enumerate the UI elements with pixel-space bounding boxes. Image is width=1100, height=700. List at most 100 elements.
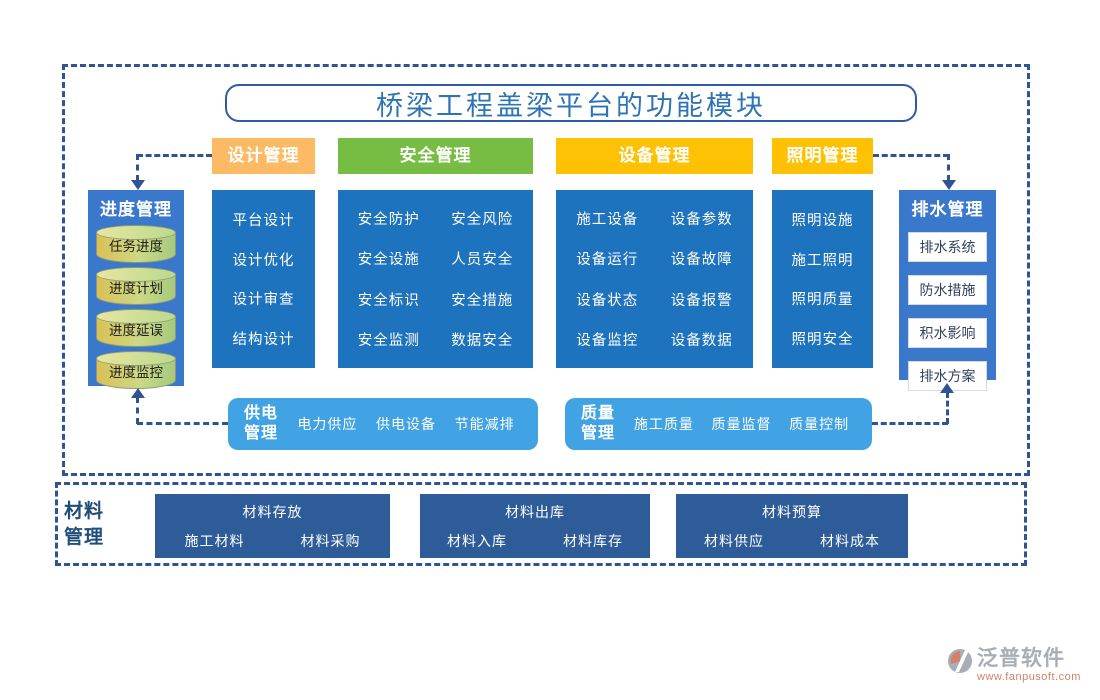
connector-line bbox=[137, 154, 212, 157]
quality-items: 施工质量 质量监督 质量控制 bbox=[625, 414, 872, 434]
connector-line bbox=[137, 422, 228, 425]
drainage-item: 防水措施 bbox=[908, 275, 987, 305]
materials-group-title: 材料存放 bbox=[242, 503, 303, 520]
diagram-title-box: 桥梁工程盖梁平台的功能模块 bbox=[225, 84, 917, 122]
materials-item: 材料采购 bbox=[300, 532, 361, 549]
equipment-item: 设备运行 bbox=[576, 252, 639, 269]
equipment-item: 设备状态 bbox=[576, 292, 639, 309]
design-item: 结构设计 bbox=[232, 331, 295, 348]
diagram-title: 桥梁工程盖梁平台的功能模块 bbox=[376, 90, 766, 121]
equipment-column: 施工设备 设备参数 设备运行 设备故障 设备状态 设备报警 设备监控 设备数据 bbox=[556, 190, 753, 368]
safety-item: 安全措施 bbox=[451, 292, 514, 309]
logo-url: www.fanpusoft.com bbox=[977, 671, 1081, 683]
materials-label-line1: 材料 bbox=[64, 501, 105, 522]
power-items: 电力供应 供电设备 节能减排 bbox=[288, 414, 538, 434]
materials-group-items: 施工材料 材料采购 bbox=[155, 531, 390, 551]
quality-pill: 质量 管理 施工质量 质量监督 质量控制 bbox=[565, 398, 872, 450]
progress-box: 进度管理 任务进度 进度计划 进度延误 进度监控 bbox=[88, 190, 184, 389]
materials-item: 施工材料 bbox=[184, 532, 245, 549]
equipment-item: 设备数据 bbox=[670, 333, 733, 350]
vendor-logo: 泛普软件 www.fanpusoft.com bbox=[947, 648, 1081, 683]
materials-item: 材料供应 bbox=[704, 532, 764, 549]
materials-label: 材料 管理 bbox=[64, 499, 104, 550]
materials-group-items: 材料入库 材料库存 bbox=[420, 531, 650, 551]
connector-line bbox=[947, 154, 950, 181]
logo-name: 泛普软件 bbox=[977, 647, 1065, 670]
power-title-line2: 管理 bbox=[244, 425, 279, 442]
safety-item: 安全监测 bbox=[357, 333, 420, 350]
equipment-item: 设备监控 bbox=[576, 333, 639, 350]
lighting-item: 照明质量 bbox=[791, 292, 854, 309]
drainage-title: 排水管理 bbox=[911, 200, 984, 219]
arrow-up-icon bbox=[131, 388, 145, 398]
header-lighting: 照明管理 bbox=[772, 138, 873, 174]
power-pill: 供电 管理 电力供应 供电设备 节能减排 bbox=[228, 398, 538, 450]
database-cylinder-icon: 进度监控 bbox=[96, 351, 176, 389]
lighting-item: 照明安全 bbox=[791, 331, 854, 348]
materials-dashed-frame bbox=[55, 482, 1027, 566]
connector-line bbox=[136, 397, 139, 424]
progress-cylinders: 任务进度 进度计划 进度延误 进度监控 bbox=[88, 220, 184, 395]
quality-title-line1: 质量 bbox=[581, 405, 616, 422]
connector-line bbox=[136, 154, 139, 181]
equipment-item: 施工设备 bbox=[576, 211, 639, 228]
header-design: 设计管理 bbox=[212, 138, 315, 174]
quality-item: 质量监督 bbox=[711, 416, 772, 432]
connector-line bbox=[873, 154, 949, 157]
design-item: 设计审查 bbox=[232, 292, 295, 309]
materials-group-title: 材料出库 bbox=[505, 503, 565, 520]
power-item: 电力供应 bbox=[297, 416, 358, 432]
design-item: 平台设计 bbox=[232, 213, 295, 230]
main-dashed-frame bbox=[62, 64, 1030, 476]
equipment-item: 设备报警 bbox=[670, 292, 733, 309]
arrow-down-icon bbox=[131, 180, 145, 190]
safety-item: 安全防护 bbox=[357, 211, 420, 228]
drainage-item: 积水影响 bbox=[908, 318, 987, 348]
database-cylinder-icon: 进度计划 bbox=[96, 267, 176, 305]
quality-item: 施工质量 bbox=[633, 416, 694, 432]
logo-mark-icon bbox=[947, 648, 973, 679]
database-cylinder-icon: 任务进度 bbox=[96, 225, 176, 263]
materials-item: 材料入库 bbox=[447, 532, 507, 549]
equipment-item: 设备故障 bbox=[670, 252, 733, 269]
quality-title: 质量 管理 bbox=[565, 404, 625, 444]
arrow-down-icon bbox=[942, 180, 956, 190]
progress-item: 进度监控 bbox=[109, 365, 163, 380]
drainage-cells: 排水系统 防水措施 积水影响 排水方案 bbox=[899, 220, 996, 403]
materials-group-title: 材料预算 bbox=[762, 503, 822, 520]
safety-item: 数据安全 bbox=[451, 333, 514, 350]
materials-label-line2: 管理 bbox=[64, 526, 105, 548]
materials-group-budget: 材料预算 材料供应 材料成本 bbox=[676, 494, 908, 558]
lighting-item: 照明设施 bbox=[791, 213, 854, 230]
progress-item: 进度延误 bbox=[109, 323, 163, 338]
materials-item: 材料成本 bbox=[820, 532, 880, 549]
connector-line bbox=[946, 392, 949, 424]
materials-group-items: 材料供应 材料成本 bbox=[676, 531, 908, 551]
header-equipment: 设备管理 bbox=[556, 138, 753, 174]
power-item: 节能减排 bbox=[454, 416, 515, 432]
power-title-line1: 供电 bbox=[244, 405, 279, 422]
quality-item: 质量控制 bbox=[789, 416, 850, 432]
connector-line bbox=[872, 422, 948, 425]
materials-item: 材料库存 bbox=[563, 532, 623, 549]
header-safety: 安全管理 bbox=[338, 138, 533, 174]
progress-title: 进度管理 bbox=[100, 200, 172, 219]
progress-item: 任务进度 bbox=[109, 239, 163, 254]
safety-item: 人员安全 bbox=[451, 252, 514, 269]
equipment-item: 设备参数 bbox=[670, 211, 733, 228]
materials-group-outbound: 材料出库 材料入库 材料库存 bbox=[420, 494, 650, 558]
safety-item: 安全标识 bbox=[357, 292, 420, 309]
lighting-item: 施工照明 bbox=[791, 252, 854, 269]
database-cylinder-icon: 进度延误 bbox=[96, 309, 176, 347]
power-title: 供电 管理 bbox=[228, 404, 288, 444]
drainage-item: 排水系统 bbox=[908, 232, 987, 262]
safety-item: 安全风险 bbox=[451, 211, 514, 228]
design-column: 平台设计 设计优化 设计审查 结构设计 bbox=[212, 190, 315, 368]
arrow-up-icon bbox=[940, 383, 954, 393]
design-item: 设计优化 bbox=[232, 252, 295, 269]
drainage-box: 排水管理 排水系统 防水措施 积水影响 排水方案 bbox=[899, 190, 996, 391]
safety-column: 安全防护 安全风险 安全设施 人员安全 安全标识 安全措施 安全监测 数据安全 bbox=[338, 190, 533, 368]
progress-item: 进度计划 bbox=[109, 281, 163, 296]
safety-item: 安全设施 bbox=[357, 252, 420, 269]
